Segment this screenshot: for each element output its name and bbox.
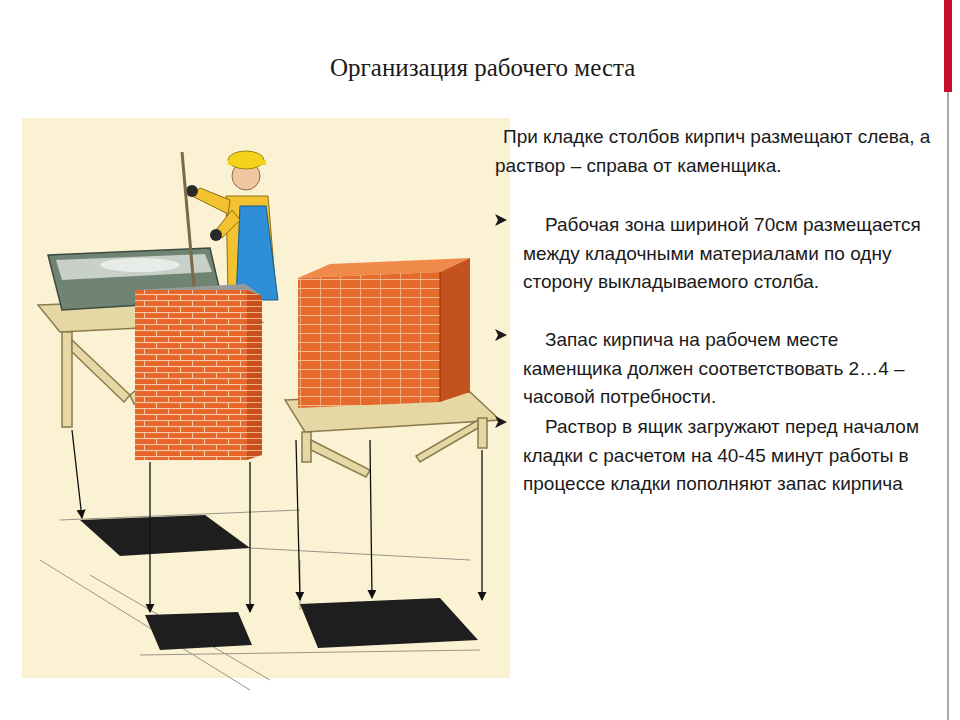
bullet-text: Запас кирпича на рабочем месте каменщика…: [523, 326, 941, 412]
bullet-marker: [495, 214, 507, 428]
slide-title: Организация рабочего места: [330, 54, 635, 82]
bullet-text: При кладке столбов кирпич размещают слев…: [495, 123, 940, 180]
bullet-text: Раствор в ящик загружают перед началом к…: [523, 413, 941, 499]
bullet-text: Рабочая зона шириной 70см размещается ме…: [523, 211, 941, 297]
